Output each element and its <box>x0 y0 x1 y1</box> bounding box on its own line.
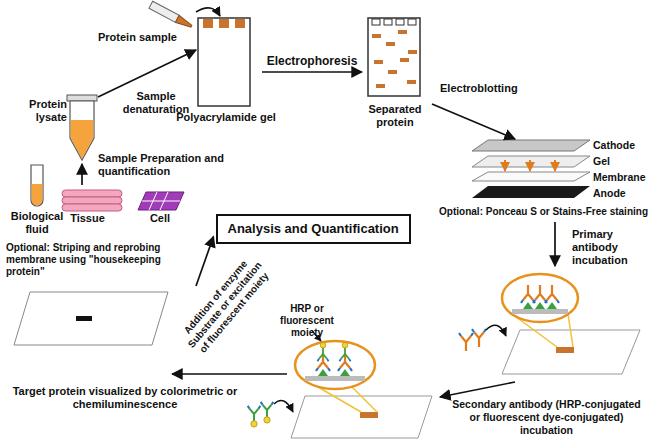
annotation: Optional: Ponceau S or Stains-Free stain… <box>390 206 648 218</box>
stage-caption: Primary antibody incubation <box>572 228 648 267</box>
step-label: Optional: Striping and reprobing membran… <box>6 242 192 278</box>
flow-arrow <box>172 373 287 375</box>
lysate-stage: Protein lysate <box>5 92 100 162</box>
box-title: Analysis and Quantification <box>228 221 399 237</box>
stage-caption: Biological fluid <box>5 210 69 236</box>
annotation: HRP or fluorescent moiety <box>264 303 350 339</box>
stage-caption: Tissue <box>60 212 115 225</box>
process-box: Analysis and Quantification <box>216 214 411 244</box>
step-label: Sample Preparation and quantification <box>98 152 248 178</box>
stage-caption: Cell <box>137 212 183 225</box>
stage-caption: Membrane <box>593 171 655 184</box>
stage-caption: Separated protein <box>350 103 440 129</box>
step-label: Sample denaturation <box>116 90 196 116</box>
flow-arrow <box>440 382 515 397</box>
flow-arrow <box>432 104 515 139</box>
secondary-stage: Secondary antibody (HRP-conjugated or fl… <box>280 388 645 444</box>
flow-arrow <box>196 237 214 287</box>
transfer-stack: CathodeGelMembraneAnode <box>465 138 655 205</box>
flow-arrow <box>262 71 362 73</box>
stage-caption: Anode <box>593 187 655 200</box>
stage-caption: Target protein visualized by colorimetri… <box>5 385 245 411</box>
primary-stage: Primary antibody incubation <box>495 225 648 384</box>
step-label: Addition of enzyme Substrate or excitati… <box>173 247 278 362</box>
annotation: Protein sample <box>98 31 183 44</box>
step-label: Electroblotting <box>440 82 535 95</box>
flow-arrow <box>554 222 556 266</box>
separated-gel-stage: Separated protein <box>350 15 440 131</box>
step-label: Electrophoresis <box>262 54 362 68</box>
stage-caption: Secondary antibody (HRP-conjugated or fl… <box>448 398 645 437</box>
flow-arrow <box>98 50 196 97</box>
source-group: Biological fluidTissue Cell <box>5 186 190 238</box>
stage-caption: Protein lysate <box>5 98 67 124</box>
stage-caption: Gel <box>593 155 655 168</box>
flow-arrow <box>81 164 83 185</box>
stage-caption: Cathode <box>593 139 655 152</box>
